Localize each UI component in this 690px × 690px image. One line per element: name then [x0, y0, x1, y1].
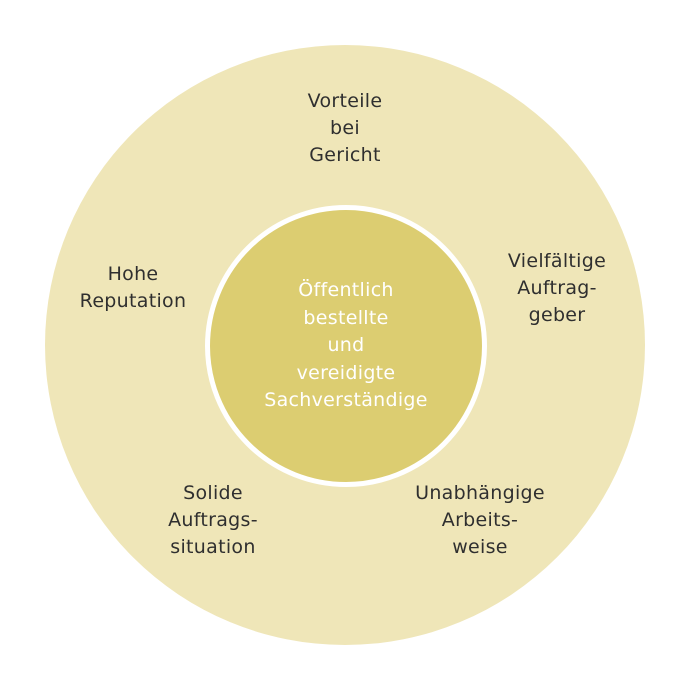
- label-solide-auftragssituation: Solide Auftrags- situation: [93, 480, 333, 561]
- label-line: Hohe: [107, 263, 159, 285]
- label-line: Auftrag-: [517, 277, 597, 299]
- center-line: Sachverständige: [264, 389, 428, 412]
- label-line: Auftrags-: [168, 509, 258, 531]
- label-hohe-reputation: Hohe Reputation: [13, 261, 253, 315]
- center-line: Öffentlich: [298, 279, 394, 302]
- center-circle: Öffentlich bestellte und vereidigte Sach…: [205, 205, 487, 487]
- center-line: bestellte: [303, 306, 389, 329]
- label-line: Reputation: [79, 290, 187, 312]
- label-line: Arbeits-: [441, 509, 519, 531]
- label-line: bei: [330, 117, 360, 139]
- label-line: geber: [528, 304, 586, 326]
- label-line: Vorteile: [307, 90, 383, 112]
- label-line: Gericht: [309, 144, 381, 166]
- label-line: weise: [452, 536, 508, 558]
- label-line: Unabhängige: [415, 482, 545, 504]
- label-line: Vielfältige: [507, 250, 607, 272]
- label-vielfaeltige-auftraggeber: Vielfältige Auftrag- geber: [437, 248, 677, 329]
- label-unabhaengige-arbeitsweise: Unabhängige Arbeits- weise: [360, 480, 600, 561]
- center-line: und: [327, 334, 365, 357]
- label-vorteile-bei-gericht: Vorteile bei Gericht: [225, 88, 465, 169]
- label-line: situation: [170, 536, 256, 558]
- label-line: Solide: [183, 482, 243, 504]
- center-line: vereidigte: [296, 361, 396, 384]
